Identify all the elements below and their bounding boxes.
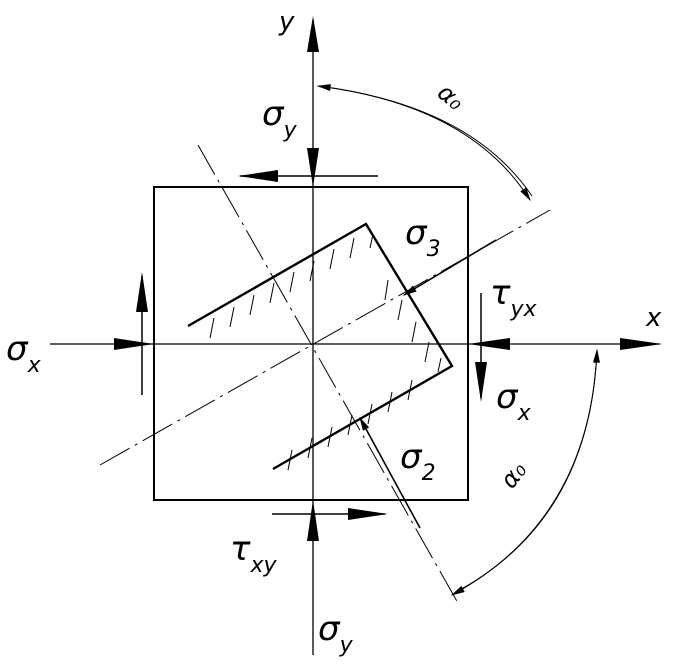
sigma-3-arrow <box>402 239 497 296</box>
tau-right-arrowhead <box>475 362 487 402</box>
tau-xy-label: τxy <box>230 529 278 578</box>
x-axis-label: x <box>645 303 662 333</box>
tau-yx-label: τyx <box>490 273 538 322</box>
alpha-top-label: α₀ <box>432 78 470 116</box>
alpha-right-arc-head2 <box>450 349 598 596</box>
sigma-y-top-label: σy <box>262 94 298 143</box>
sigma-y-bottom-label: σy <box>318 609 354 658</box>
sigma-2-arrow <box>359 416 421 529</box>
principal-axis-3-dashdot <box>99 209 551 466</box>
principal-element-hatching <box>209 233 442 471</box>
principal-axis-2-dashdot <box>197 144 459 604</box>
tau-left-arrowhead <box>136 272 148 312</box>
alpha-top-arc-head2 <box>317 85 531 202</box>
sigma-x-right-label: σx <box>496 377 532 426</box>
tau-top-arrowhead <box>238 170 278 182</box>
sigma-x-right-arrowhead <box>468 338 510 350</box>
y-axis-arrowhead <box>307 16 319 52</box>
sigma-x-left-label: σx <box>6 329 42 378</box>
x-axis-arrowhead <box>620 338 662 350</box>
sigma-y-bottom-arrowhead <box>307 500 319 541</box>
tau-bottom-arrowhead <box>348 508 388 520</box>
sigma-y-top-arrowhead <box>307 148 319 187</box>
alpha-top-arc <box>316 84 533 197</box>
alpha-right-label: α₀ <box>495 456 533 494</box>
sigma-x-left-arrowhead <box>114 338 154 350</box>
principal-element-outline <box>187 222 454 471</box>
sigma-2-label: σ2 <box>400 437 436 486</box>
sigma-3-label: σ3 <box>405 213 441 262</box>
y-axis-label: y <box>278 7 295 37</box>
